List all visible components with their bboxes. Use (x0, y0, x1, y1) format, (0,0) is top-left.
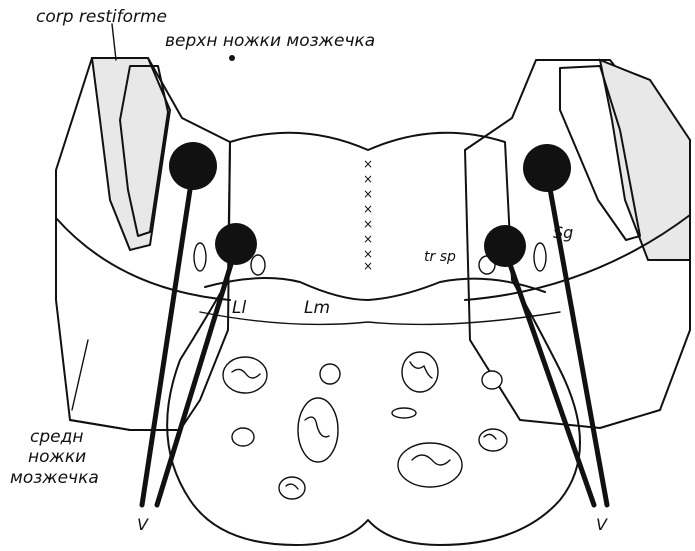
svg-text:×: × (363, 202, 373, 216)
nucleus-blob (232, 428, 254, 446)
nucleus-blob (402, 352, 438, 392)
label-corp-restiforme: corp restiforme (36, 7, 167, 27)
leader-middle-peduncle (72, 340, 88, 410)
nucleus-blob (279, 477, 305, 499)
dot-marker (229, 55, 235, 61)
left-oval-1 (194, 243, 206, 271)
label-middle-peduncle-3: мозжечка (10, 468, 99, 488)
midline-marks: × × × × × × × × (363, 157, 373, 273)
svg-text:×: × (363, 259, 373, 273)
leader-corp-restiforme (112, 24, 116, 60)
electrodes (142, 142, 607, 505)
nucleus-blob (398, 443, 462, 487)
nucleus-blob (320, 364, 340, 384)
pons-outline (167, 133, 580, 545)
left-restiform-body (92, 58, 170, 250)
label-lm: Lm (304, 298, 330, 318)
nucleus-blob (482, 371, 502, 389)
right-oval-2 (534, 243, 546, 271)
label-middle-peduncle-1: средн (30, 427, 83, 447)
nucleus-blob (479, 429, 507, 451)
svg-text:×: × (363, 172, 373, 186)
pontine-nuclei (223, 352, 507, 499)
electrode-left-outer-tip (169, 142, 217, 190)
label-middle-peduncle-2: ножки (28, 447, 86, 467)
nucleus-blob (392, 408, 416, 418)
electrode-right-inner-tip (484, 225, 526, 267)
right-restiform-body (600, 60, 690, 260)
label-v-left: V (137, 515, 149, 534)
svg-text:×: × (363, 157, 373, 171)
electrode-right-outer-tip (523, 144, 571, 192)
label-ll: Ll (232, 298, 246, 318)
left-oval-2 (251, 255, 265, 275)
label-v-right: V (596, 515, 608, 534)
basis-boundary (200, 312, 560, 324)
label-sg: Sg (553, 223, 573, 242)
label-upper-peduncle: верхн ножки мозжечка (165, 31, 375, 51)
nucleus-blob (223, 357, 267, 393)
svg-text:×: × (363, 232, 373, 246)
electrode-left-inner-tip (215, 223, 257, 265)
svg-text:×: × (363, 187, 373, 201)
electrode-right-inner-shaft (505, 250, 594, 505)
svg-text:×: × (363, 217, 373, 231)
label-tr-sp: tr sp (424, 249, 456, 265)
